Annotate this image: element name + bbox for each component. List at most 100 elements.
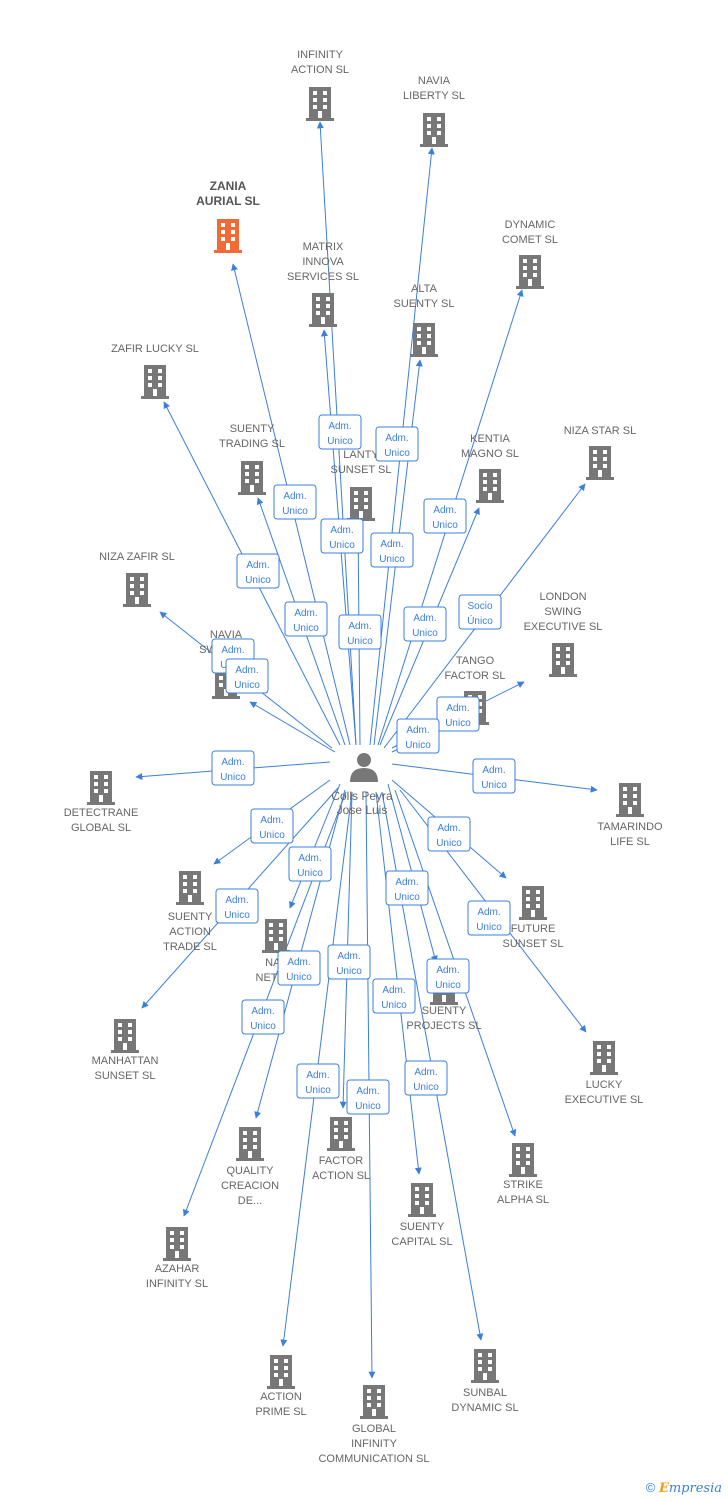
relation-label-zafir-lucky-sl[interactable]: Adm.Unico <box>236 553 280 589</box>
company-node-lanty-sunset-sl[interactable]: LANTY SUNSET SL <box>331 449 392 521</box>
company-name-line[interactable]: SUENTY <box>422 1005 467 1017</box>
company-name-line[interactable]: NIZA STAR SL <box>564 425 637 437</box>
company-node-suenty-action-trade-sl[interactable]: SUENTY ACTION TRADE SL <box>163 871 217 953</box>
relation-label-action-prime-sl[interactable]: Adm.Unico <box>296 1063 340 1099</box>
company-node-kentia-magno-sl[interactable]: KENTIA MAGNO SL <box>461 433 519 503</box>
relation-label-factor-action-sl[interactable]: Adm.Unico <box>327 944 371 980</box>
company-name-line[interactable]: COMET SL <box>502 234 558 246</box>
company-name-line[interactable]: CAPITAL SL <box>391 1236 452 1248</box>
company-node-strike-alpha-sl[interactable]: STRIKE ALPHA SL <box>497 1143 549 1206</box>
company-name-line[interactable]: ACTION SL <box>312 1170 370 1182</box>
company-name-line[interactable]: DYNAMIC SL <box>451 1402 518 1414</box>
company-name-line[interactable]: INFINITY <box>297 49 343 61</box>
company-name-line[interactable]: KENTIA <box>470 433 510 445</box>
relation-label-suenty-trading-sl[interactable]: Adm.Unico <box>284 601 328 637</box>
center-person[interactable]: Colls Peyra Jose Luis <box>331 753 393 817</box>
relation-label-lanty-sunset-sl[interactable]: Adm.Unico <box>338 614 382 650</box>
company-name-line[interactable]: ACTION <box>169 926 211 938</box>
relation-label-navia-swing-sl[interactable]: Adm.Unico <box>225 658 269 694</box>
company-name-line[interactable]: ALPHA SL <box>497 1194 549 1206</box>
company-name-line[interactable]: LIBERTY SL <box>403 90 465 102</box>
relation-label-manhattan-sunset-sl[interactable]: Adm.Unico <box>215 888 259 924</box>
relation-label-lucky-executive-sl[interactable]: Adm.Unico <box>467 900 511 936</box>
company-name-line[interactable]: NAVIA <box>210 629 243 641</box>
company-node-niza-zafir-sl[interactable]: NIZA ZAFIR SL <box>99 551 175 607</box>
company-name-line[interactable]: COMMUNICATION SL <box>318 1453 429 1465</box>
relation-label-infinity-action-sl[interactable]: Adm.Unico <box>318 414 362 450</box>
company-name-line[interactable]: PRIME SL <box>255 1406 306 1418</box>
relation-label-navia-network[interactable]: Adm.Unico <box>288 846 332 882</box>
relation-label-global-infinity-communication-sl[interactable]: Adm.Unico <box>346 1079 390 1115</box>
company-name-line[interactable]: INFINITY SL <box>146 1278 208 1290</box>
company-name-line[interactable]: INNOVA <box>302 256 344 268</box>
company-name-line[interactable]: FACTOR SL <box>445 670 506 682</box>
relation-label-kentia-magno-sl[interactable]: Adm.Unico <box>403 606 447 642</box>
relation-label-tango-factor-sl[interactable]: Adm.Unico <box>396 718 440 754</box>
relation-label-azahar-infinity-sl[interactable]: Adm.Unico <box>241 999 285 1035</box>
company-name-line[interactable]: SUNBAL <box>463 1387 507 1399</box>
company-name-line[interactable]: EXECUTIVE SL <box>565 1094 644 1106</box>
relation-label-tamarindo-life-sl[interactable]: Adm.Unico <box>472 758 516 794</box>
company-name-line[interactable]: NAVIA <box>418 75 451 87</box>
relation-label-suenty-action-trade-sl[interactable]: Adm.Unico <box>250 808 294 844</box>
company-name-line[interactable]: LONDON <box>539 591 586 603</box>
company-name-line[interactable]: PROJECTS SL <box>406 1020 481 1032</box>
relation-label-dynamic-comet-sl[interactable]: Adm.Unico <box>423 498 467 534</box>
relation-label-suenty-capital-sl[interactable]: Adm.Unico <box>372 978 416 1014</box>
company-node-tango-factor-sl[interactable]: TANGO FACTOR SL <box>445 655 506 725</box>
relation-label-detectrane-global-sl[interactable]: Adm.Unico <box>211 750 255 786</box>
company-name-line[interactable]: TRADE SL <box>163 941 217 953</box>
company-name-line[interactable]: TANGO <box>456 655 495 667</box>
company-name-line[interactable]: FUTURE <box>511 923 556 935</box>
relation-label-suenty-projects-sl[interactable]: Adm.Unico <box>385 870 429 906</box>
company-name-line[interactable]: ZAFIR LUCKY SL <box>111 343 199 355</box>
company-name-line[interactable]: CREACION <box>221 1180 279 1192</box>
relation-label-navia-liberty-sl[interactable]: Adm.Unico <box>375 426 419 462</box>
relation-label-strike-alpha-sl[interactable]: Adm.Unico <box>426 958 470 994</box>
company-name-line[interactable]: DETECTRANE <box>64 807 139 819</box>
company-name-line[interactable]: STRIKE <box>503 1179 543 1191</box>
company-name-line[interactable]: SUENTY <box>400 1221 445 1233</box>
company-node-suenty-projects-sl[interactable]: SUENTY PROJECTS SL <box>406 971 482 1032</box>
relation-label-sunbal-dynamic-sl[interactable]: Adm.Unico <box>404 1060 448 1096</box>
company-name-line[interactable]: TRADING SL <box>219 438 285 450</box>
relation-label-london-swing-executive-sl[interactable]: Adm.Unico <box>436 696 480 732</box>
company-name-line[interactable]: SWING <box>544 606 581 618</box>
company-name-line[interactable]: INFINITY <box>351 1438 397 1450</box>
company-name-line[interactable]: NIZA ZAFIR SL <box>99 551 175 563</box>
company-name-line[interactable]: EXECUTIVE SL <box>524 621 603 633</box>
company-name-line[interactable]: SERVICES SL <box>287 271 359 283</box>
company-name-line[interactable]: MANHATTAN <box>92 1055 159 1067</box>
company-name-line[interactable]: QUALITY <box>226 1165 274 1177</box>
person-name-line-2[interactable]: Jose Luis <box>337 803 388 817</box>
company-name-line[interactable]: LUCKY <box>586 1079 623 1091</box>
person-name-line-1[interactable]: Colls Peyra <box>331 789 393 803</box>
company-node-london-swing-executive-sl[interactable]: LONDON SWING EXECUTIVE SL <box>524 591 603 677</box>
company-node-suenty-capital-sl[interactable]: SUENTY CAPITAL SL <box>391 1183 453 1248</box>
company-name-line[interactable]: DE... <box>238 1195 262 1207</box>
company-name-line[interactable]: GLOBAL <box>352 1423 396 1435</box>
company-node-sunbal-dynamic-sl[interactable]: SUNBAL DYNAMIC SL <box>451 1349 519 1414</box>
company-name-line[interactable]: SUNSET SL <box>331 464 392 476</box>
company-name-line[interactable]: SUENTY <box>168 911 213 923</box>
company-name-line[interactable]: ZANIA <box>210 179 247 193</box>
company-name-line[interactable]: AZAHAR <box>155 1263 200 1275</box>
company-name-line[interactable]: SUNSET SL <box>503 938 564 950</box>
relation-label-matrix-innova-services-sl[interactable]: Adm.Unico <box>320 518 364 554</box>
company-name-line[interactable]: SUNSET SL <box>95 1070 156 1082</box>
company-name-line[interactable]: LANTY <box>343 449 379 461</box>
company-node-navia-liberty-sl[interactable]: NAVIA LIBERTY SL <box>403 75 465 147</box>
company-node-global-infinity-communication-sl[interactable]: GLOBAL INFINITY COMMUNICATION SL <box>318 1385 430 1465</box>
company-name-line[interactable]: MAGNO SL <box>461 448 519 460</box>
company-node-zafir-lucky-sl[interactable]: ZAFIR LUCKY SL <box>111 343 199 399</box>
